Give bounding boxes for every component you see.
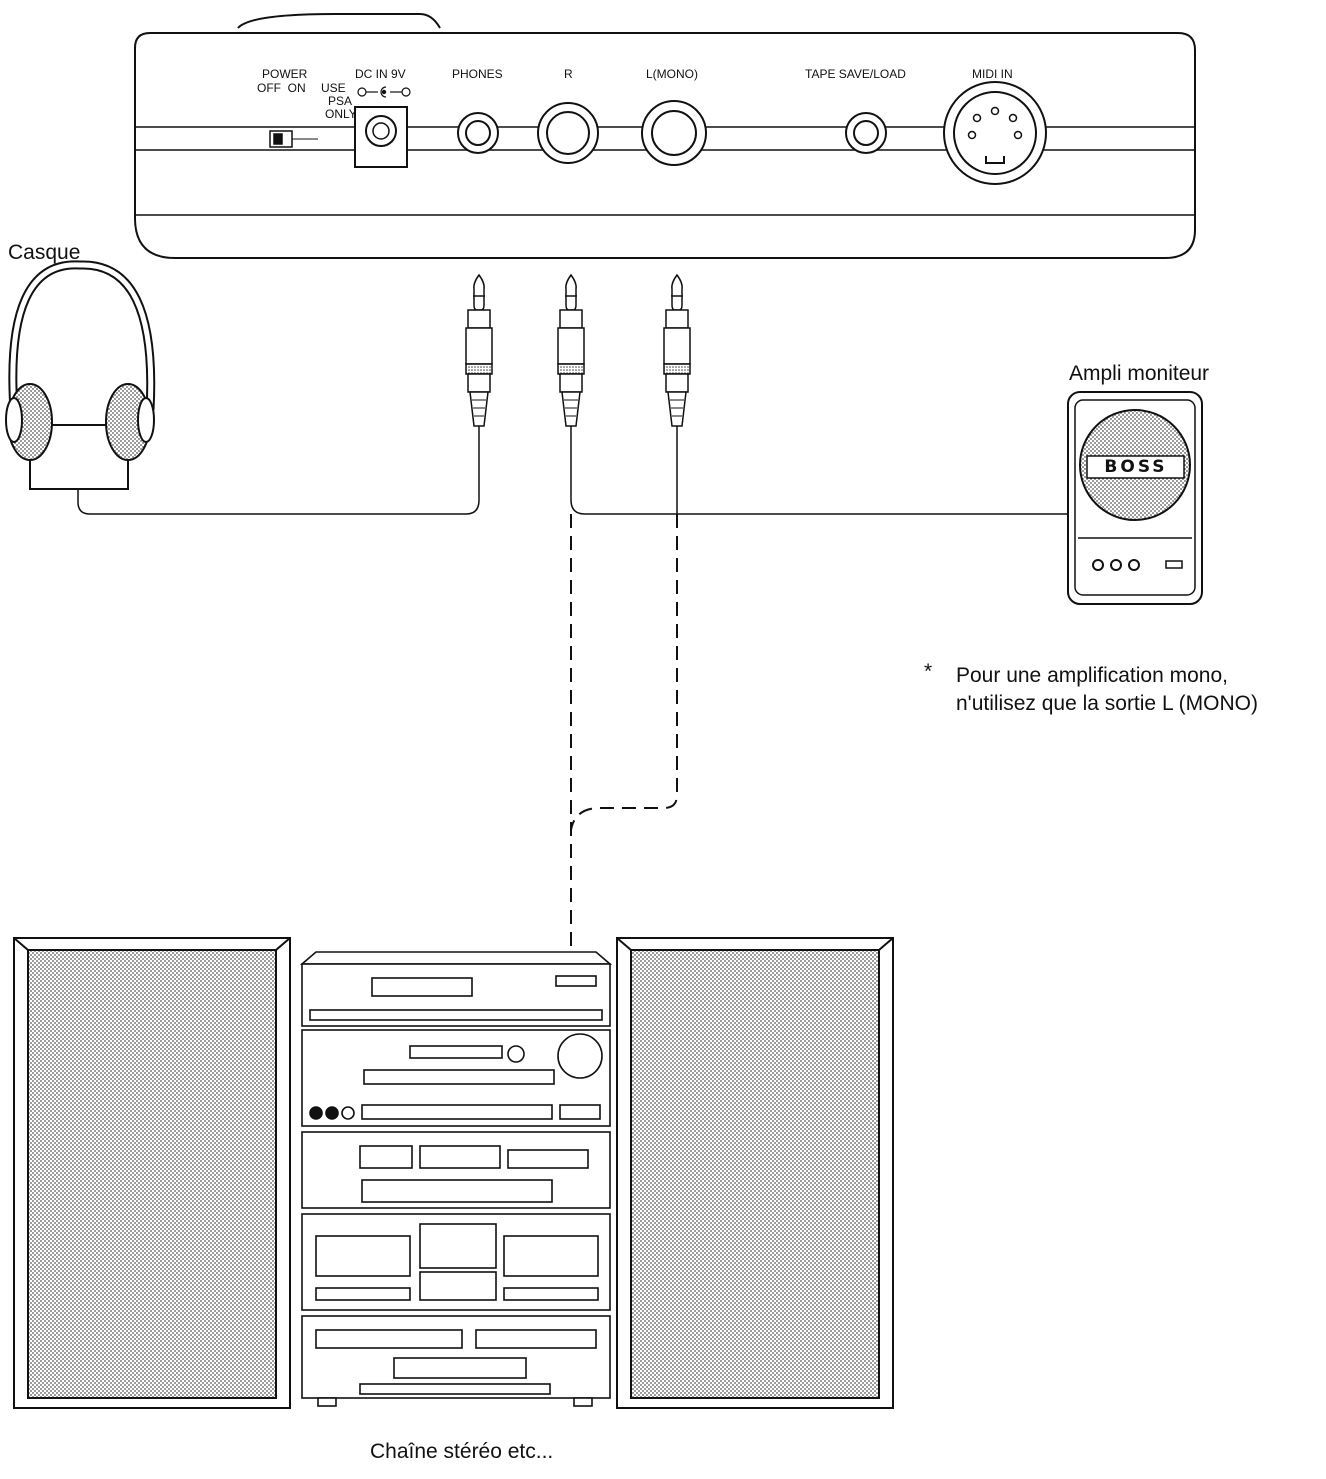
monitor-amp-caption: Ampli moniteur: [1069, 362, 1210, 385]
jack-plug: [465, 273, 493, 427]
jack-plug: [557, 274, 585, 427]
label-psa: PSA: [328, 94, 353, 108]
label-l-mono: L(MONO): [646, 67, 698, 81]
mono-note-line2: n'utilisez que la sortie L (MONO): [956, 692, 1258, 715]
output-l-mono-jack: [641, 100, 707, 166]
monitor-amp: [1067, 391, 1203, 605]
mono-note: Pour une amplification mono, n'utilisez …: [956, 662, 1324, 718]
dc-in-jack: [354, 106, 408, 168]
speaker-left: [13, 937, 291, 1409]
label-only: ONLY: [325, 107, 357, 121]
headphones-caption: Casque: [8, 241, 81, 264]
headphones: [5, 260, 156, 490]
jack-plug: [663, 274, 691, 427]
note-marker: *: [924, 660, 933, 683]
power-switch: [269, 130, 318, 148]
label-power: POWER: [262, 67, 308, 81]
phones-jack: [457, 112, 499, 154]
polarity-symbol: [357, 86, 411, 98]
dashed-cables: [570, 514, 678, 950]
cables: [77, 426, 1072, 515]
label-dc-in: DC IN 9V: [355, 67, 406, 81]
label-phones: PHONES: [452, 67, 503, 81]
mono-note-line1: Pour une amplification mono,: [956, 664, 1228, 687]
label-r: R: [564, 67, 573, 81]
label-power-states: OFF ON: [257, 81, 306, 95]
tape-jack: [845, 112, 887, 154]
stereo-caption: Chaîne stéréo etc...: [370, 1440, 554, 1463]
monitor-brand-label: BOSS: [1104, 457, 1168, 477]
label-use: USE: [321, 81, 346, 95]
speaker-right: [616, 937, 894, 1409]
label-midi-in: MIDI IN: [972, 67, 1013, 81]
stereo-stack: [299, 951, 613, 1407]
midi-in-port: [943, 81, 1047, 185]
label-tape: TAPE SAVE/LOAD: [805, 67, 906, 81]
output-r-jack: [537, 102, 599, 164]
